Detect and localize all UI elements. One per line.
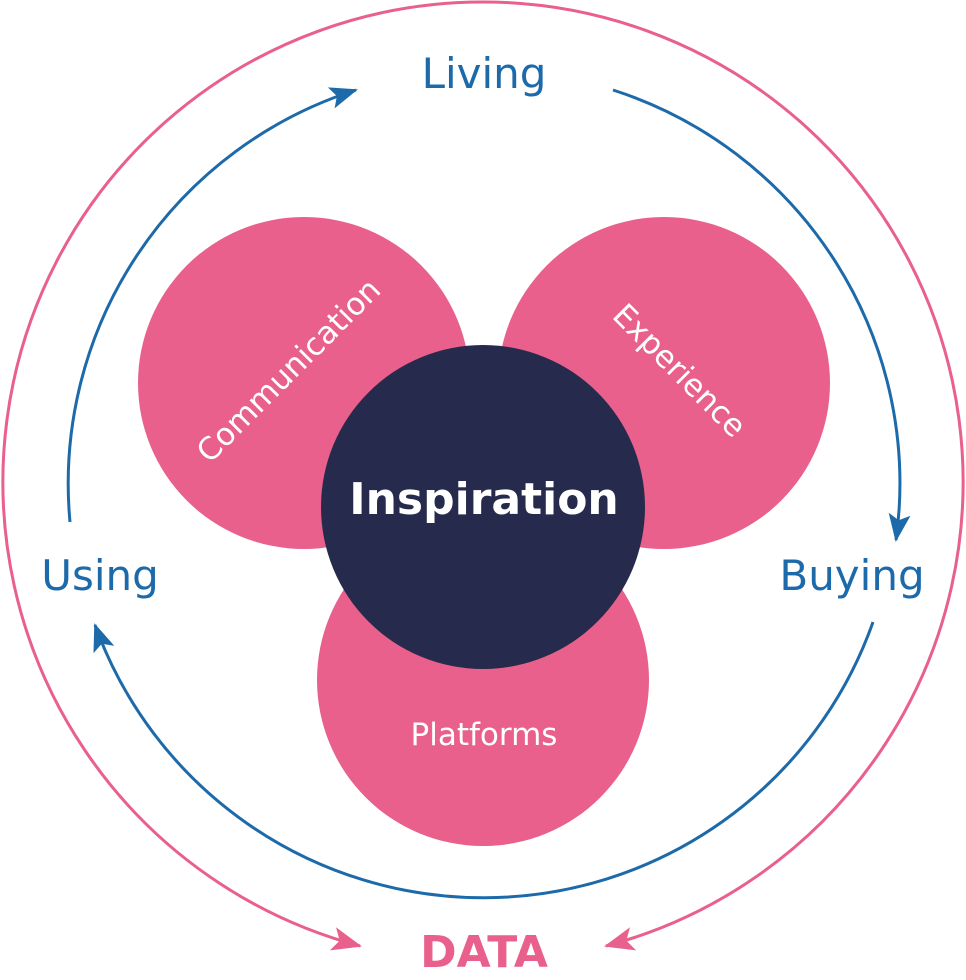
- label-data: DATA: [420, 927, 548, 978]
- label-platforms: Platforms: [411, 717, 558, 753]
- outer-data-arc-right: [482, 0, 965, 951]
- label-using: Using: [41, 551, 159, 600]
- label-buying: Buying: [779, 551, 924, 600]
- arrow-living-to-buying: [612, 88, 911, 542]
- outer-data-arc-left: [1, 0, 484, 951]
- inspiration-circle: [321, 345, 645, 669]
- label-inspiration: Inspiration: [349, 474, 619, 525]
- label-living: Living: [422, 49, 547, 98]
- arrow-using-to-living: [66, 87, 358, 523]
- arrow-buying-to-using: [93, 621, 875, 900]
